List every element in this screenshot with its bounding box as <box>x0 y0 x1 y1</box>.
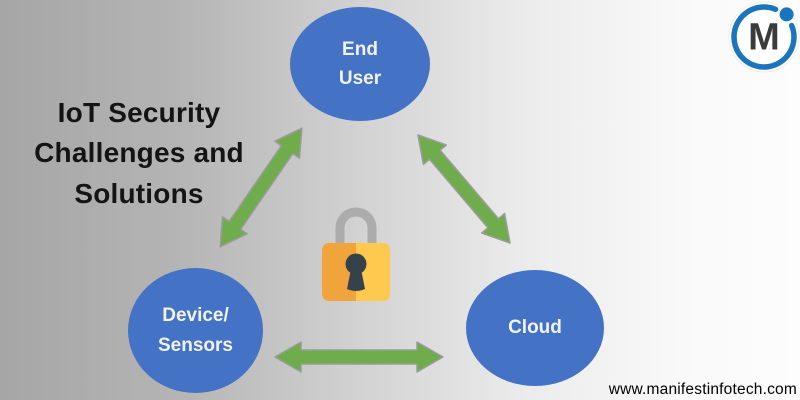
arrow-enduser-cloud <box>417 134 511 244</box>
logo-disc <box>728 1 800 73</box>
logo-ring <box>731 4 797 70</box>
node-device-sensors: Device/ Sensors <box>128 268 263 393</box>
node-end-user: End User <box>290 7 430 121</box>
node-device-label-line1: Device/ <box>162 305 229 327</box>
manifest-infotech-logo: M <box>728 1 800 73</box>
keyhole-icon <box>345 253 367 291</box>
node-end-user-label-line1: End <box>342 38 378 60</box>
padlock-icon <box>322 207 390 301</box>
logo-dot <box>779 7 794 22</box>
arrow-device-cloud <box>274 341 444 373</box>
node-cloud-label: Cloud <box>508 317 562 339</box>
padlock-body <box>322 243 390 301</box>
title-line-3: Solutions <box>74 177 204 209</box>
title-line-1: IoT Security <box>57 97 221 128</box>
node-end-user-label-line2: User <box>338 68 382 89</box>
website-url: www.manifestinfotech.com <box>608 381 797 398</box>
logo-letter: M <box>748 17 780 59</box>
padlock-shackle <box>335 207 377 255</box>
padlock-body-highlight <box>356 243 390 301</box>
node-device-label-line2: Sensors <box>158 334 233 356</box>
title-line-2: Challenges and <box>34 137 244 169</box>
node-cloud: Cloud <box>466 270 604 386</box>
page-title: IoT Security Challenges and Solutions <box>8 93 270 214</box>
